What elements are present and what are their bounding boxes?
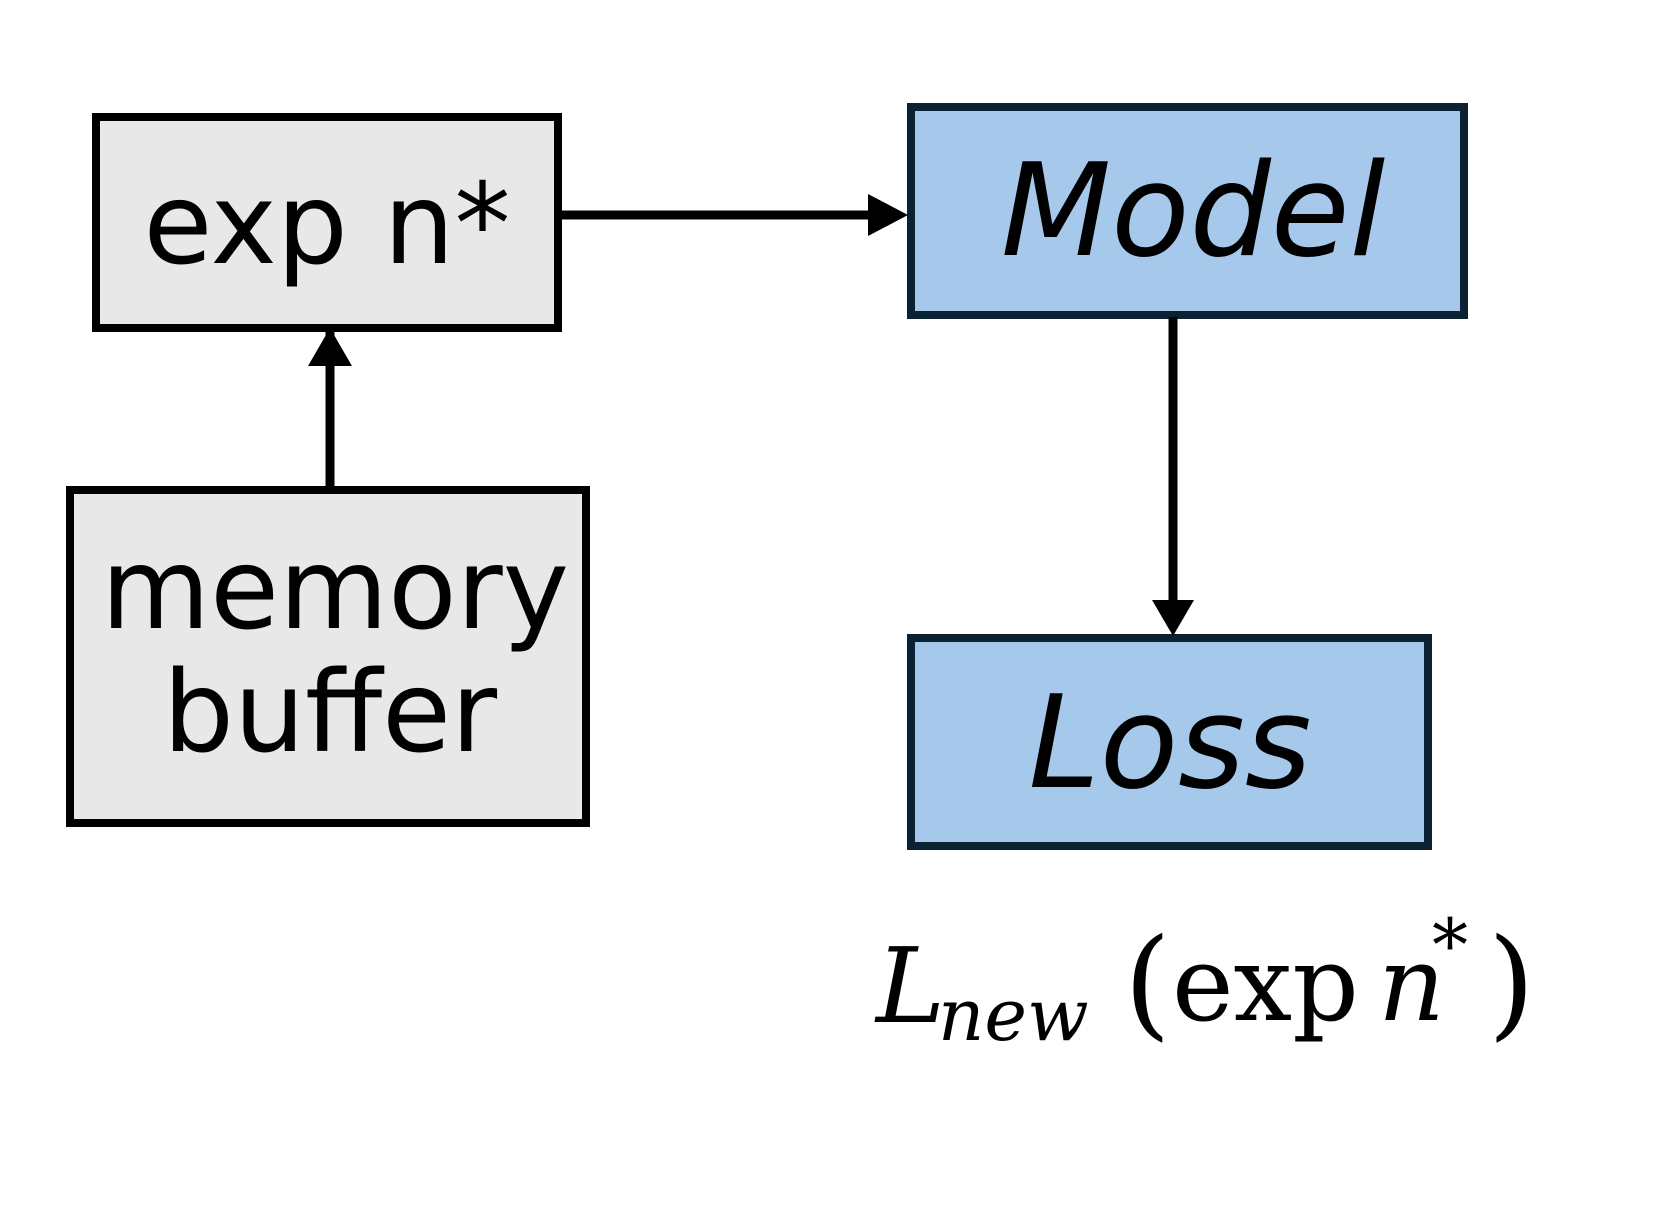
formula-var: n: [1378, 923, 1445, 1045]
loss-label: Loss: [1029, 669, 1312, 818]
memory-buffer-box: [66, 486, 590, 827]
exp-n-node: exp n*: [92, 113, 562, 332]
edges: [308, 194, 1194, 636]
formula-superscript: *: [1432, 903, 1468, 987]
loss-node: Loss: [907, 634, 1432, 850]
formula-subscript: new: [938, 973, 1089, 1057]
loss-formula: L new ( exp n * ): [874, 903, 1535, 1057]
exp-n-label: exp n*: [144, 160, 511, 290]
arrowhead-up-icon: [308, 328, 352, 366]
memory-buffer-label-line1: memory: [101, 525, 569, 655]
arrowhead-right-icon: [868, 194, 908, 236]
formula-symbol: L: [874, 925, 945, 1047]
model-box: [907, 103, 1468, 319]
formula-func: exp: [1172, 923, 1359, 1045]
memory-buffer-label-line2: buffer: [163, 648, 498, 778]
loss-box: [907, 634, 1432, 850]
formula-open-paren: (: [1124, 914, 1171, 1053]
arrowhead-down-icon: [1152, 600, 1194, 636]
model-node: Model: [907, 103, 1468, 319]
memory-buffer-node: memory buffer: [66, 486, 590, 827]
formula-close-paren: ): [1488, 914, 1535, 1053]
model-label: Model: [1001, 137, 1385, 286]
exp-n-box: [92, 113, 562, 332]
